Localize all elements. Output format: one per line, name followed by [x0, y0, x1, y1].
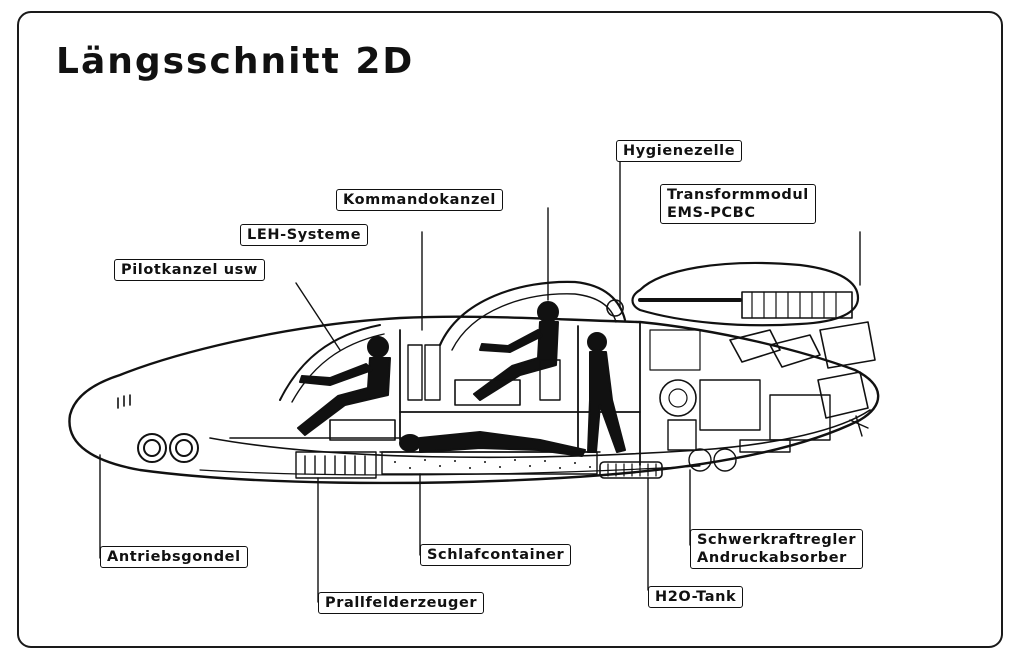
label-schlafcontainer-text: Schlafcontainer — [427, 547, 565, 563]
label-schwerkraftregler-line1: Schwerkraftregler — [697, 532, 857, 548]
label-schlafcontainer: Schlafcontainer — [420, 544, 572, 566]
hygiene-figure — [587, 332, 626, 453]
label-transformmodul-line2: EMS-PCBC — [667, 205, 756, 221]
label-prallfelderzeuger: Prallfelderzeuger — [318, 592, 485, 614]
label-prallfelderzeuger-text: Prallfelderzeuger — [325, 595, 478, 611]
label-hygienezelle-text: Hygienezelle — [623, 143, 736, 159]
transform-module — [631, 261, 860, 327]
label-pilotkanzel: Pilotkanzel usw — [114, 259, 265, 281]
label-kommandokanzel: Kommandokanzel — [336, 189, 504, 211]
label-leh-systeme-text: LEH-Systeme — [247, 227, 362, 243]
label-transformmodul-line1: Transformmodul — [667, 187, 809, 203]
water-tank — [599, 461, 663, 479]
label-antriebsgondel-text: Antriebsgondel — [107, 549, 241, 565]
sleep-container — [381, 451, 598, 475]
label-transformmodul: Transformmodul EMS-PCBC — [660, 184, 816, 224]
label-pilotkanzel-text: Pilotkanzel usw — [121, 262, 258, 278]
ship-hull — [68, 315, 880, 485]
label-kommandokanzel-text: Kommandokanzel — [343, 192, 497, 208]
label-schwerkraftregler-line2: Andruckabsorber — [697, 550, 847, 566]
label-h2o-tank-text: H2O-Tank — [655, 589, 737, 605]
diagram-title: Längsschnitt 2D — [56, 41, 415, 82]
leader-lines — [99, 159, 861, 603]
label-leh-systeme: LEH-Systeme — [240, 224, 369, 246]
label-hygienezelle: Hygienezelle — [616, 140, 743, 162]
page-frame — [17, 11, 1003, 648]
label-h2o-tank: H2O-Tank — [648, 586, 744, 608]
engine-pods — [137, 433, 199, 463]
cockpit-canopy — [279, 324, 381, 401]
pilot-figure — [297, 336, 391, 436]
label-schwerkraftregler: Schwerkraftregler Andruckabsorber — [690, 529, 864, 569]
gravity-regulator — [659, 379, 737, 472]
label-antriebsgondel: Antriebsgondel — [100, 546, 248, 568]
sleeping-figure — [399, 431, 586, 457]
field-generator — [295, 451, 377, 479]
